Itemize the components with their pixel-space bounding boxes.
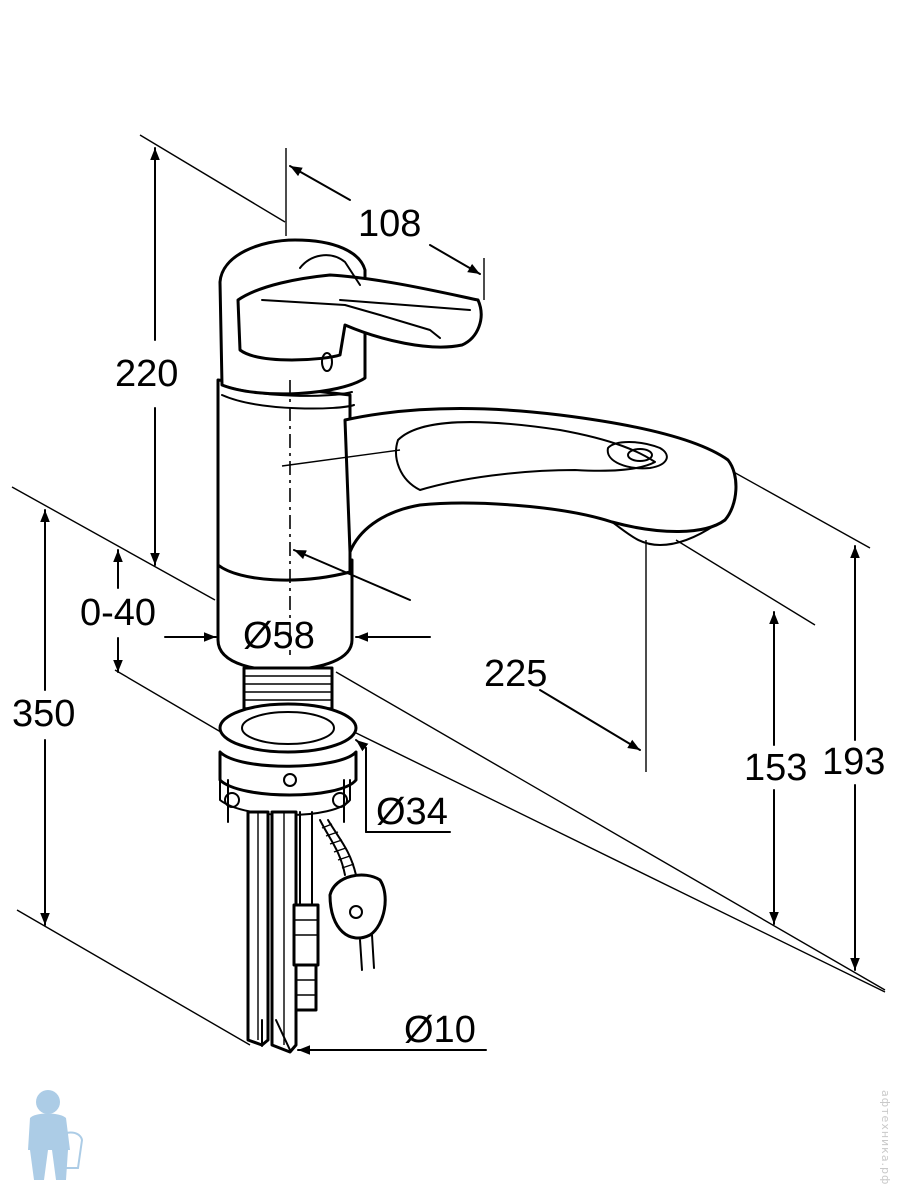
faucet-body (216, 238, 738, 672)
dimension-label-220: 220 (115, 353, 178, 395)
supply-hoses (246, 810, 387, 1054)
mounting-hardware (218, 666, 358, 823)
dimension-label-193: 193 (822, 741, 885, 783)
dimension-lines (40, 147, 860, 1055)
dimension-label-0-40: 0-40 (80, 592, 156, 634)
dimension-label-108: 108 (358, 203, 421, 245)
extension-lines (11, 134, 886, 1046)
dimension-label-diameter-34: Ø34 (376, 791, 448, 833)
plumber-mascot-icon (28, 1090, 84, 1180)
watermark-text: афтехника.рф (879, 1090, 892, 1186)
dimension-label-diameter-10: Ø10 (404, 1009, 476, 1051)
dimension-label-diameter-58: Ø58 (243, 615, 315, 657)
dimension-label-350: 350 (12, 693, 75, 735)
dimension-label-225: 225 (484, 653, 547, 695)
dimension-label-153: 153 (744, 747, 807, 789)
